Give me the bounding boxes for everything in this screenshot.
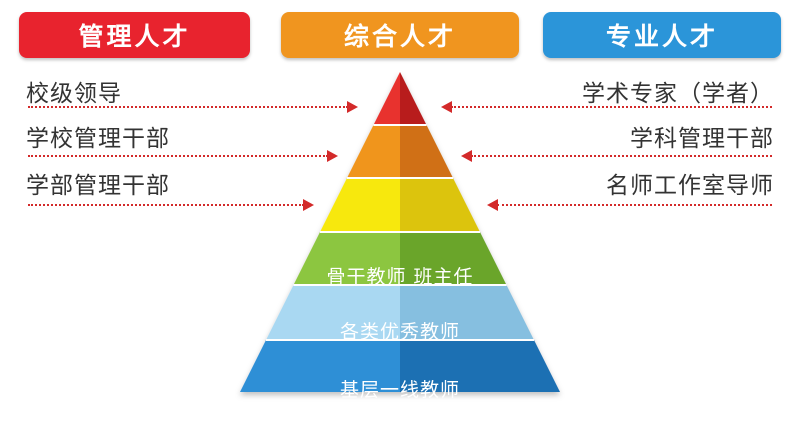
pyramid-tier-third-left-face	[320, 178, 400, 232]
left-label-school-leaders: 校级领导	[26, 81, 122, 107]
header-professional-talent: 专业人才	[543, 12, 781, 58]
left-arrow-3	[303, 199, 314, 211]
pyramid-tier-base-right-face	[400, 340, 560, 392]
right-label-subject-management-cadres: 学科管理干部	[630, 126, 774, 152]
right-arrow-3	[487, 199, 498, 211]
pyramid-tier-second-left-face	[347, 125, 400, 178]
pyramid-tier-fourth-left-face	[293, 232, 400, 285]
pyramid-tier-second-right-face	[400, 125, 453, 178]
tier-text-frontline-teachers: 基层一线教师	[339, 379, 460, 401]
header-management-talent: 管理人才	[19, 12, 250, 58]
pyramid-tier-apex-left-face	[373, 72, 400, 125]
right-arrow-1	[441, 101, 452, 113]
right-dotted-line-2	[471, 155, 772, 157]
left-dotted-line-3	[28, 204, 304, 206]
left-arrow-1	[347, 101, 358, 113]
left-label-department-management-cadres: 学部管理干部	[26, 173, 170, 199]
left-dotted-line-2	[28, 155, 328, 157]
right-label-master-studio-mentors: 名师工作室导师	[606, 173, 774, 199]
left-dotted-line-1	[28, 106, 348, 108]
right-arrow-2	[461, 150, 472, 162]
right-dotted-line-1	[451, 106, 772, 108]
pyramid-tier-fourth-right-face	[400, 232, 507, 285]
header-comprehensive-talent: 综合人才	[281, 12, 519, 58]
pyramid-tier-base-left-face	[240, 340, 400, 392]
right-label-academic-experts: 学术专家（学者）	[582, 81, 774, 107]
pyramid-tier-third-right-face	[400, 178, 480, 232]
tier-text-excellent-teachers: 各类优秀教师	[339, 321, 460, 343]
right-dotted-line-3	[497, 204, 772, 206]
pyramid-tier-fifth-left-face	[266, 285, 400, 340]
left-label-school-management-cadres: 学校管理干部	[26, 126, 170, 152]
left-arrow-2	[327, 150, 338, 162]
pyramid-tier-apex-right-face	[400, 72, 427, 125]
tier-text-backbone-teachers: 骨干教师 班主任	[326, 266, 474, 288]
pyramid-tier-fifth-right-face	[400, 285, 534, 340]
